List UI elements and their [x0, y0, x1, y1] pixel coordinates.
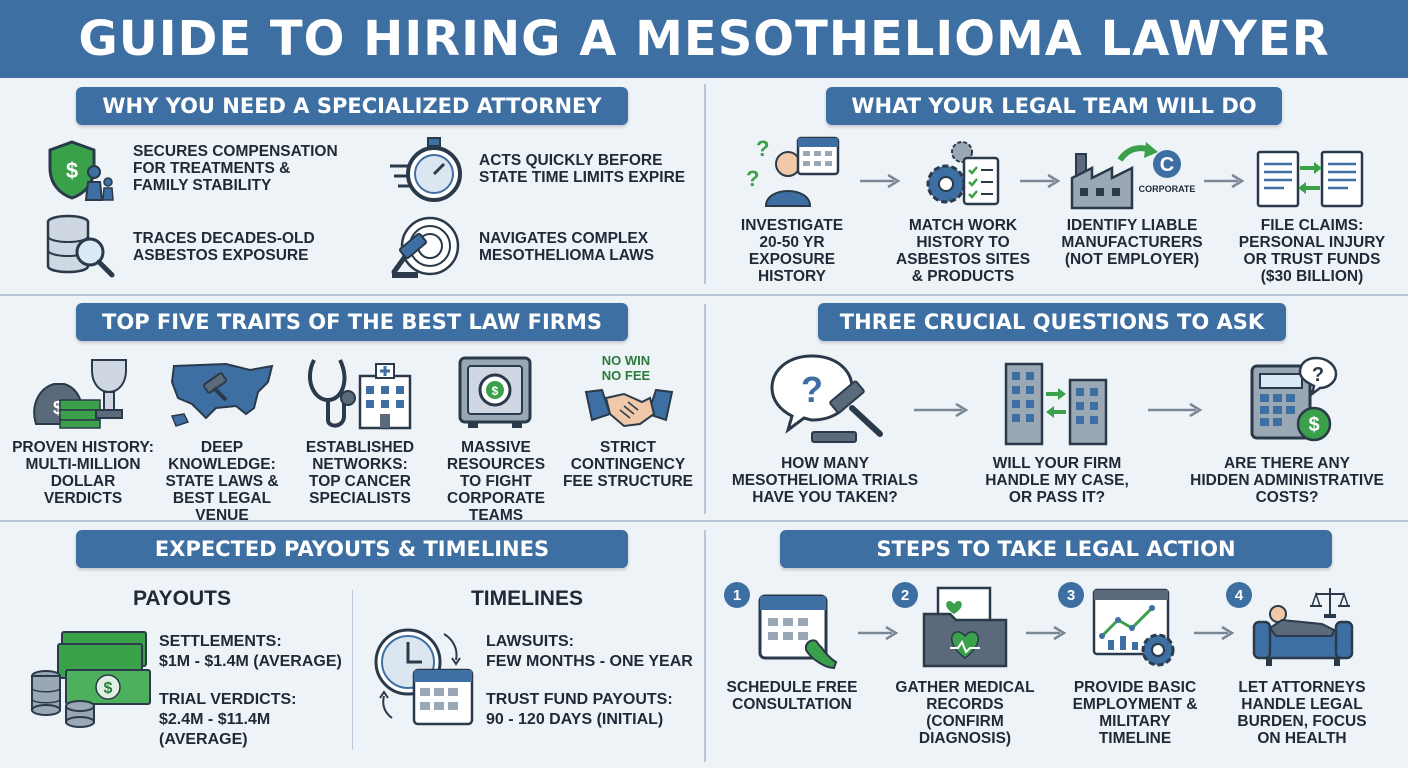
timelines-subheading: TIMELINES — [470, 587, 583, 610]
page-title: GUIDE TO HIRING A MESOTHELIOMA LAWYER — [78, 11, 1330, 67]
divider — [704, 530, 706, 762]
arrow-right-icon — [858, 625, 899, 641]
arrow-right-icon — [860, 173, 901, 189]
safe-icon: $ — [458, 356, 532, 428]
factory-corporate-icon: C CORPORATE — [1070, 142, 1196, 210]
step-text: LET ATTORNEYS HANDLE LEGAL BURDEN, FOCUS… — [1237, 679, 1367, 747]
trait-text: DEEP KNOWLEDGE: STATE LAWS & BEST LEGAL … — [165, 439, 279, 524]
svg-text:?: ? — [1312, 364, 1324, 386]
title-banner: GUIDE TO HIRING A MESOTHELIOMA LAWYER — [0, 0, 1408, 78]
corporate-label: CORPORATE — [1139, 184, 1196, 194]
section-heading-legal-team: WHAT YOUR LEGAL TEAM WILL DO — [826, 87, 1282, 125]
step-text: PROVIDE BASIC EMPLOYMENT & MILITARY TIME… — [1072, 679, 1198, 747]
svg-text:$: $ — [104, 680, 113, 697]
step-number-badge: 3 — [1058, 582, 1084, 608]
payouts-subheading: PAYOUTS — [132, 587, 232, 610]
clock-calendar-icon — [374, 628, 474, 726]
step-text: SCHEDULE FREE CONSULTATION — [726, 679, 858, 713]
question-text: WILL YOUR FIRM HANDLE MY CASE, OR PASS I… — [985, 455, 1129, 506]
svg-text:$: $ — [53, 398, 63, 418]
svg-text:?: ? — [746, 166, 759, 191]
question-gavel-icon: ? — [770, 354, 883, 443]
divider — [704, 304, 706, 514]
step-text: GATHER MEDICAL RECORDS (CONFIRM DIAGNOSI… — [895, 679, 1035, 747]
money-trophy-icon: $ — [33, 359, 127, 429]
settlements-text: SETTLEMENTS: $1M - $1.4M (AVERAGE) — [159, 633, 342, 670]
step-number-badge: 2 — [892, 582, 918, 608]
arrow-right-icon — [914, 402, 969, 418]
handshake-icon — [584, 388, 674, 428]
step-number-badge: 4 — [1226, 582, 1252, 608]
section-heading-questions: THREE CRUCIAL QUESTIONS TO ASK — [818, 303, 1286, 341]
gear-checklist-icon — [926, 141, 1000, 206]
chart-gear-icon — [1092, 588, 1175, 667]
buildings-transfer-icon — [1004, 362, 1108, 446]
divider — [0, 520, 1408, 522]
legal-team-step-text: MATCH WORK HISTORY TO ASBESTOS SITES & P… — [895, 217, 1031, 285]
arrow-right-icon — [1204, 173, 1245, 189]
relaxing-sofa-icon — [1252, 588, 1354, 666]
us-map-gavel-icon — [170, 362, 274, 427]
svg-text:$: $ — [1308, 414, 1319, 436]
stopwatch-icon — [390, 137, 462, 202]
cash-coins-icon: $ — [31, 631, 151, 728]
documents-exchange-icon — [1256, 150, 1364, 208]
stethoscope-hospital-icon — [308, 359, 412, 430]
investigator-calendar-icon: ? ? — [746, 136, 840, 207]
legal-team-step-text: FILE CLAIMS: PERSONAL INJURY OR TRUST FU… — [1238, 217, 1386, 285]
trust-fund-text: TRUST FUND PAYOUTS: 90 - 120 DAYS (INITI… — [486, 691, 673, 728]
svg-text:?: ? — [756, 136, 769, 161]
svg-text:?: ? — [801, 369, 823, 410]
question-text: ARE THERE ANY HIDDEN ADMINISTRATIVE COST… — [1190, 455, 1384, 506]
why-item-text: SECURES COMPENSATION FOR TREATMENTS & FA… — [133, 143, 338, 194]
trial-verdicts-text: TRIAL VERDICTS: $2.4M - $11.4M (AVERAGE) — [159, 691, 297, 748]
svg-text:C: C — [1160, 154, 1174, 176]
section-heading-traits: TOP FIVE TRAITS OF THE BEST LAW FIRMS — [76, 303, 628, 341]
trait-text: MASSIVE RESOURCES TO FIGHT CORPORATE TEA… — [446, 439, 546, 524]
calendar-phone-icon — [758, 594, 838, 670]
section-heading-steps: STEPS TO TAKE LEGAL ACTION — [780, 530, 1332, 568]
no-win-no-fee-badge: NO WIN NO FEE — [601, 353, 651, 383]
arrow-right-icon — [1026, 625, 1067, 641]
trait-text: ESTABLISHED NETWORKS: TOP CANCER SPECIAL… — [305, 439, 415, 507]
svg-text:$: $ — [492, 384, 499, 398]
section-heading-why: WHY YOU NEED A SPECIALIZED ATTORNEY — [76, 87, 628, 125]
legal-team-step-text: IDENTIFY LIABLE MANUFACTURERS (NOT EMPLO… — [1061, 217, 1203, 268]
arrow-right-icon — [1020, 173, 1061, 189]
why-item-text: TRACES DECADES-OLD ASBESTOS EXPOSURE — [133, 230, 315, 264]
why-item-text: NAVIGATES COMPLEX MESOTHELIOMA LAWS — [479, 230, 655, 264]
legal-team-step-text: INVESTIGATE 20-50 YR EXPOSURE HISTORY — [740, 217, 844, 285]
arrow-right-icon — [1148, 402, 1203, 418]
divider — [704, 84, 706, 284]
lawsuits-text: LAWSUITS: FEW MONTHS - ONE YEAR — [486, 633, 693, 670]
trait-text: PROVEN HISTORY: MULTI-MILLION DOLLAR VER… — [12, 439, 154, 507]
trait-text: STRICT CONTINGENCY FEE STRUCTURE — [562, 439, 694, 490]
shield-family-icon: $ — [48, 140, 114, 201]
svg-text:$: $ — [66, 158, 78, 183]
divider — [352, 590, 353, 750]
question-text: HOW MANY MESOTHELIOMA TRIALS HAVE YOU TA… — [731, 455, 919, 506]
section-heading-payouts: EXPECTED PAYOUTS & TIMELINES — [76, 530, 628, 568]
arrow-right-icon — [1194, 625, 1235, 641]
medical-folder-icon — [922, 586, 1008, 668]
database-search-icon — [46, 214, 115, 278]
gavel-maze-icon — [391, 216, 460, 278]
why-item-text: ACTS QUICKLY BEFORE STATE TIME LIMITS EX… — [479, 152, 686, 186]
step-number-badge: 1 — [724, 582, 750, 608]
calculator-dollar-icon: ? $ — [1250, 356, 1338, 442]
divider — [0, 294, 1408, 296]
